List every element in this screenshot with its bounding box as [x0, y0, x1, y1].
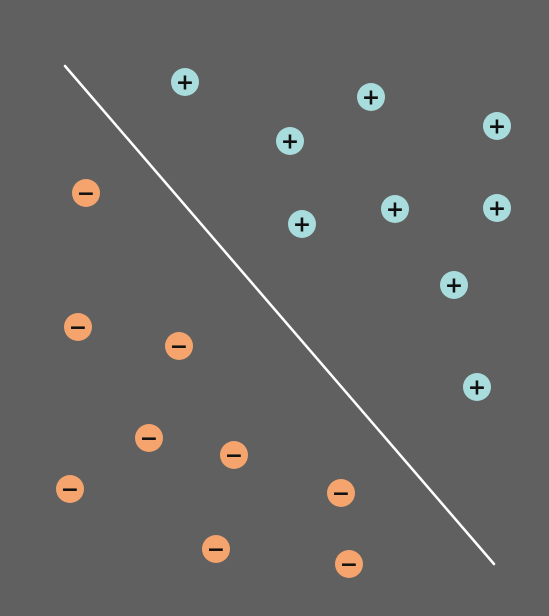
- negative-point-0: −: [72, 179, 100, 207]
- negative-point-circle: [220, 441, 248, 469]
- positive-sign-label: +: [386, 198, 404, 223]
- negative-sign-label: −: [170, 335, 188, 360]
- data-points: + + + + + + + + + − − − − − − − − −: [56, 68, 511, 578]
- negative-point-1: −: [64, 313, 92, 341]
- positive-point-2: +: [276, 127, 304, 155]
- negative-point-circle: [72, 179, 100, 207]
- negative-sign-label: −: [340, 553, 358, 578]
- positive-point-circle: [483, 112, 511, 140]
- positive-point-7: +: [440, 271, 468, 299]
- positive-sign-label: +: [488, 115, 506, 140]
- negative-point-4: −: [220, 441, 248, 469]
- positive-sign-label: +: [445, 274, 463, 299]
- positive-point-circle: [357, 83, 385, 111]
- positive-point-circle: [463, 373, 491, 401]
- positive-sign-label: +: [281, 130, 299, 155]
- positive-point-5: +: [381, 195, 409, 223]
- positive-sign-label: +: [362, 86, 380, 111]
- positive-point-6: +: [483, 194, 511, 222]
- negative-point-2: −: [165, 332, 193, 360]
- negative-sign-label: −: [225, 444, 243, 469]
- negative-point-7: −: [202, 535, 230, 563]
- negative-sign-label: −: [207, 538, 225, 563]
- negative-point-circle: [56, 475, 84, 503]
- positive-sign-label: +: [293, 213, 311, 238]
- positive-point-1: +: [357, 83, 385, 111]
- positive-point-8: +: [463, 373, 491, 401]
- negative-point-circle: [327, 479, 355, 507]
- negative-point-circle: [165, 332, 193, 360]
- negative-point-5: −: [56, 475, 84, 503]
- positive-point-circle: [288, 210, 316, 238]
- negative-point-circle: [64, 313, 92, 341]
- negative-point-circle: [135, 424, 163, 452]
- decision-boundary-line: [63, 64, 496, 566]
- positive-point-circle: [171, 68, 199, 96]
- positive-point-0: +: [171, 68, 199, 96]
- positive-point-circle: [440, 271, 468, 299]
- negative-sign-label: −: [77, 182, 95, 207]
- positive-point-circle: [276, 127, 304, 155]
- positive-sign-label: +: [468, 376, 486, 401]
- negative-point-3: −: [135, 424, 163, 452]
- negative-sign-label: −: [69, 316, 87, 341]
- negative-point-circle: [202, 535, 230, 563]
- negative-sign-label: −: [140, 427, 158, 452]
- negative-point-6: −: [327, 479, 355, 507]
- positive-sign-label: +: [176, 71, 194, 96]
- positive-point-circle: [483, 194, 511, 222]
- positive-point-4: +: [288, 210, 316, 238]
- negative-point-8: −: [335, 550, 363, 578]
- negative-sign-label: −: [332, 482, 350, 507]
- positive-point-3: +: [483, 112, 511, 140]
- negative-sign-label: −: [61, 478, 79, 503]
- positive-sign-label: +: [488, 197, 506, 222]
- positive-point-circle: [381, 195, 409, 223]
- negative-point-circle: [335, 550, 363, 578]
